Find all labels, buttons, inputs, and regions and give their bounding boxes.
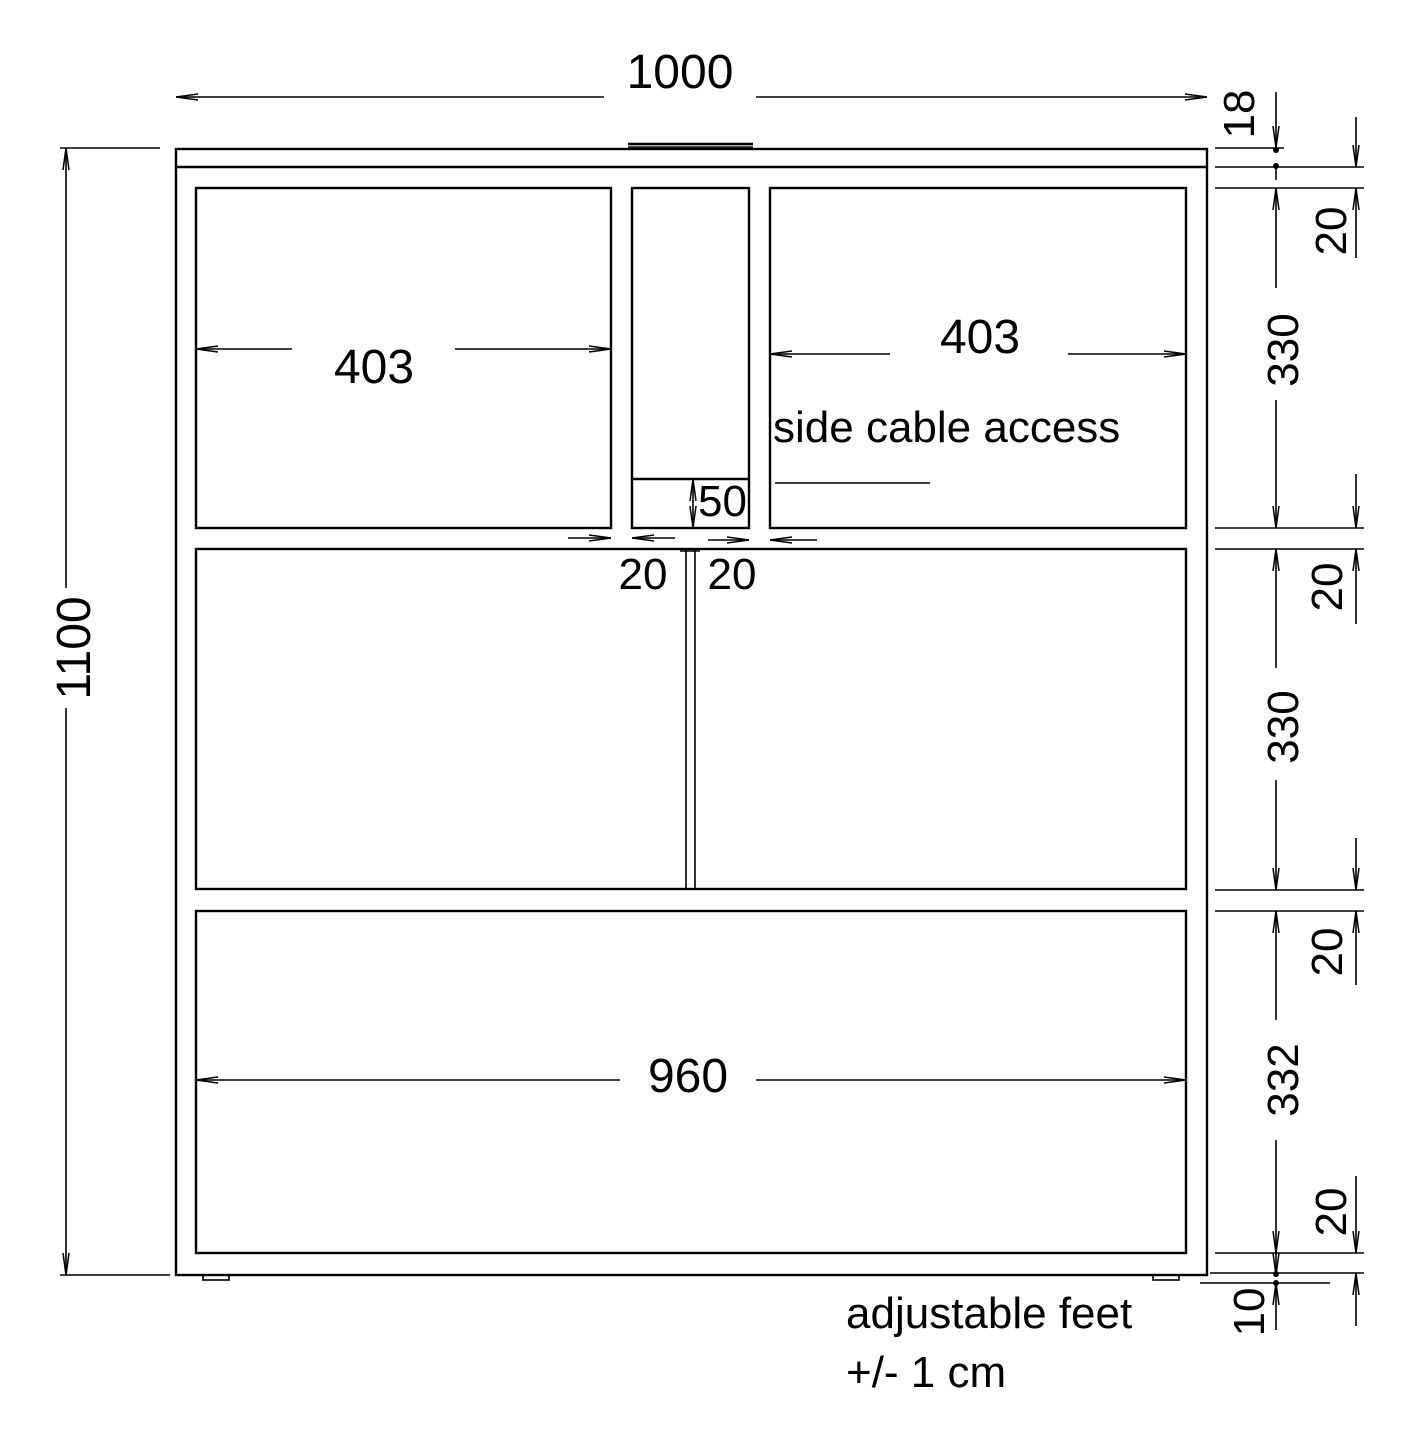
adjustable-feet-line2: +/- 1 cm xyxy=(846,1348,1006,1397)
dimension-overall-width: 1000 xyxy=(176,46,1207,99)
chain-20-4: 20 xyxy=(1307,1188,1356,1237)
compartment-top-right xyxy=(768,186,1188,530)
feet-height-label: 10 xyxy=(1225,1288,1274,1337)
compartment-top-center xyxy=(630,186,751,530)
side-cable-access-callout: side cable access xyxy=(773,403,1120,484)
dimension-right-chain: 18 20 330 20 330 20 332 20 10 xyxy=(1200,90,1364,1337)
cable-slot-left-gap-label: 20 xyxy=(619,550,668,599)
overall-height-label: 1100 xyxy=(48,596,101,699)
cabinet-body xyxy=(174,142,1209,1281)
chain-20-2: 20 xyxy=(1303,563,1352,612)
dimension-overall-height: 1100 xyxy=(48,147,170,1276)
chain-330-1: 330 xyxy=(1259,313,1308,386)
adjustable-feet-line1: adjustable feet xyxy=(846,1289,1132,1338)
dimension-left-403: 403 xyxy=(196,341,611,394)
chain-330-2: 330 xyxy=(1259,690,1308,763)
cable-slot-right-gap-label: 20 xyxy=(708,550,757,599)
right-width-label: 403 xyxy=(940,311,1020,364)
overall-width-label: 1000 xyxy=(627,46,734,99)
chain-20-1: 20 xyxy=(1307,207,1356,256)
dimension-cable-slot: 50 20 20 xyxy=(568,477,817,599)
middle-divider xyxy=(685,548,696,890)
chain-20-3: 20 xyxy=(1303,928,1352,977)
cable-slot-height-label: 50 xyxy=(698,477,747,526)
chain-332: 332 xyxy=(1259,1043,1308,1116)
adjustable-feet-note: adjustable feet +/- 1 cm xyxy=(846,1289,1132,1397)
foot-right xyxy=(1152,1274,1180,1281)
side-cable-access-label: side cable access xyxy=(773,403,1120,452)
left-width-label: 403 xyxy=(334,341,414,394)
compartment-middle xyxy=(194,547,1188,891)
foot-left xyxy=(202,1274,230,1281)
dimension-right-403: 403 xyxy=(770,311,1186,364)
bottom-width-label: 960 xyxy=(648,1050,728,1103)
dimension-bottom-960: 960 xyxy=(196,1050,1186,1103)
cabinet-outline xyxy=(174,147,1209,1277)
compartment-top-left xyxy=(194,186,613,530)
top-thickness-label: 18 xyxy=(1215,90,1264,139)
